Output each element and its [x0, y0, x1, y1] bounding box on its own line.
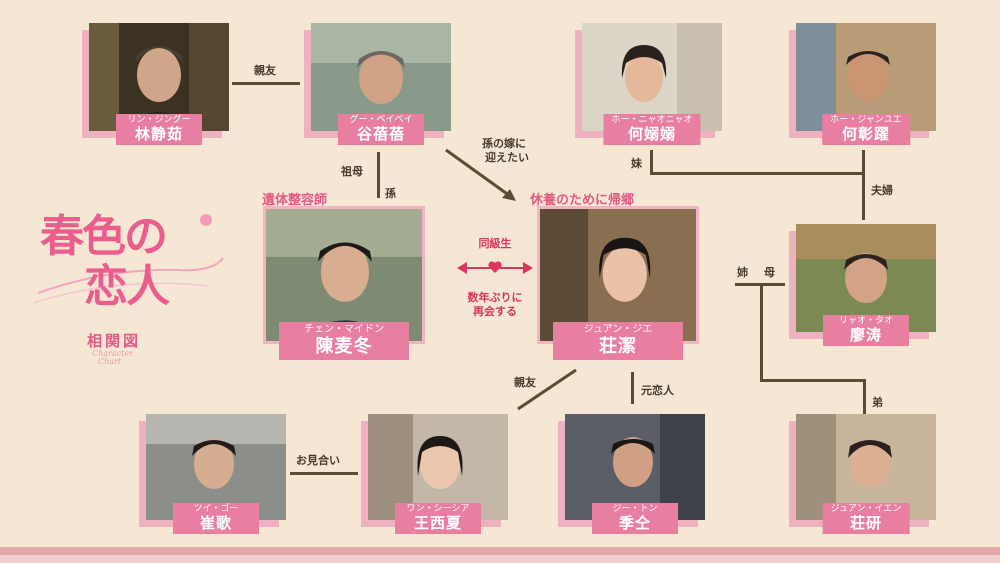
shinyu-diagonal-connector: [517, 368, 577, 411]
character-card-he-zhangyue[interactable]: ホー・ジャンユエ 何彰躍: [789, 23, 936, 145]
character-card-zhuang-yan[interactable]: ジュアン・イエン 荘研: [789, 414, 936, 534]
relation-label-shinyu-top: 親友: [254, 64, 276, 77]
relation-label-shinyu-bottom: 親友: [514, 376, 536, 389]
character-name-plate: ジュアン・イエン 荘研: [822, 503, 910, 534]
connector-line: [760, 379, 866, 382]
connector-line: [863, 379, 866, 417]
logo-text-line2: 恋人: [84, 261, 170, 312]
relation-label-omiai: お見合い: [296, 454, 340, 467]
character-name-plate: ホー・ジャンユエ 何彰躍: [822, 114, 910, 145]
logo-swirl-icon: [32, 214, 224, 304]
character-card-lin[interactable]: リン・ジングー 林静茹: [82, 23, 229, 145]
arrow-bride-connector: [445, 148, 516, 201]
relation-label-younger-brother: 弟: [872, 396, 883, 409]
character-name-plate: リン・ジングー 林静茹: [116, 114, 202, 145]
character-card-zhuang-jie[interactable]: ジュアン・ジエ 荘潔: [537, 206, 699, 360]
character-name-plate: グー・ベイベイ 谷蓓蓓: [338, 114, 424, 145]
title-logo: 春色の 恋人: [28, 198, 228, 318]
character-card-he-niaoniao[interactable]: ホー・ニャオニャオ 何嫋嫋: [575, 23, 722, 145]
chart-title: 相関図: [87, 332, 142, 350]
relation-label-sister-top: 妹: [631, 157, 642, 170]
classmate-heart-arrow: [457, 261, 533, 274]
bottom-stripe: [0, 555, 1000, 563]
bottom-stripe: [0, 547, 1000, 555]
connector-line: [377, 152, 380, 198]
character-name-plate: ワン・シーシア 王西夏: [395, 503, 481, 534]
connector-line: [232, 82, 300, 85]
character-name-plate: チェン・マイドン 陳麦冬: [279, 322, 409, 360]
character-name-plate: ジュアン・ジエ 荘潔: [553, 322, 683, 360]
relation-label-bride: 孫の嫁に 迎えたい: [482, 137, 529, 164]
character-card-wang[interactable]: ワン・シーシア 王西夏: [361, 414, 508, 534]
connector-line: [290, 472, 358, 475]
chart-subtitle: Character Chart: [92, 349, 133, 366]
connector-line: [650, 150, 653, 175]
character-name-plate: ツイ・ゴー 崔歌: [173, 503, 259, 534]
character-photo: [796, 224, 936, 332]
character-photo: [311, 23, 451, 131]
connector-line: [862, 150, 865, 220]
relation-label-ex-lover: 元恋人: [641, 384, 674, 397]
relation-label-reunion: 数年ぶりに 再会する: [467, 291, 523, 318]
relation-label-grandson: 孫: [385, 187, 396, 200]
character-card-cui[interactable]: ツイ・ゴー 崔歌: [139, 414, 286, 534]
relation-label-elder-sister: 姉: [737, 266, 748, 279]
role-label-chen: 遺体整容師: [262, 193, 328, 208]
character-card-ji[interactable]: ジー・トン 季仝: [558, 414, 705, 534]
character-name-plate: ジー・トン 季仝: [592, 503, 678, 534]
relation-label-grandmother: 祖母: [341, 165, 363, 178]
character-photo: [146, 414, 286, 520]
relation-label-classmate: 同級生: [478, 237, 512, 250]
role-label-zhuang: 休養のために帰郷: [530, 193, 635, 208]
relation-label-mother: 母: [764, 266, 775, 279]
connector-line: [631, 372, 634, 404]
character-name-plate: ホー・ニャオニャオ 何嫋嫋: [603, 114, 701, 145]
connector-line: [650, 172, 865, 175]
relation-label-couple: 夫婦: [871, 184, 893, 197]
connector-line: [760, 283, 763, 381]
character-photo: [263, 206, 425, 344]
logo-text-line1: 春色の: [40, 211, 168, 262]
character-name-plate: リャオ・タオ 廖涛: [823, 315, 909, 346]
character-card-chen[interactable]: チェン・マイドン 陳麦冬: [263, 206, 425, 360]
character-card-gu[interactable]: グー・ベイベイ 谷蓓蓓: [304, 23, 451, 145]
character-card-liao[interactable]: リャオ・タオ 廖涛: [789, 224, 936, 346]
character-photo: [537, 206, 699, 344]
